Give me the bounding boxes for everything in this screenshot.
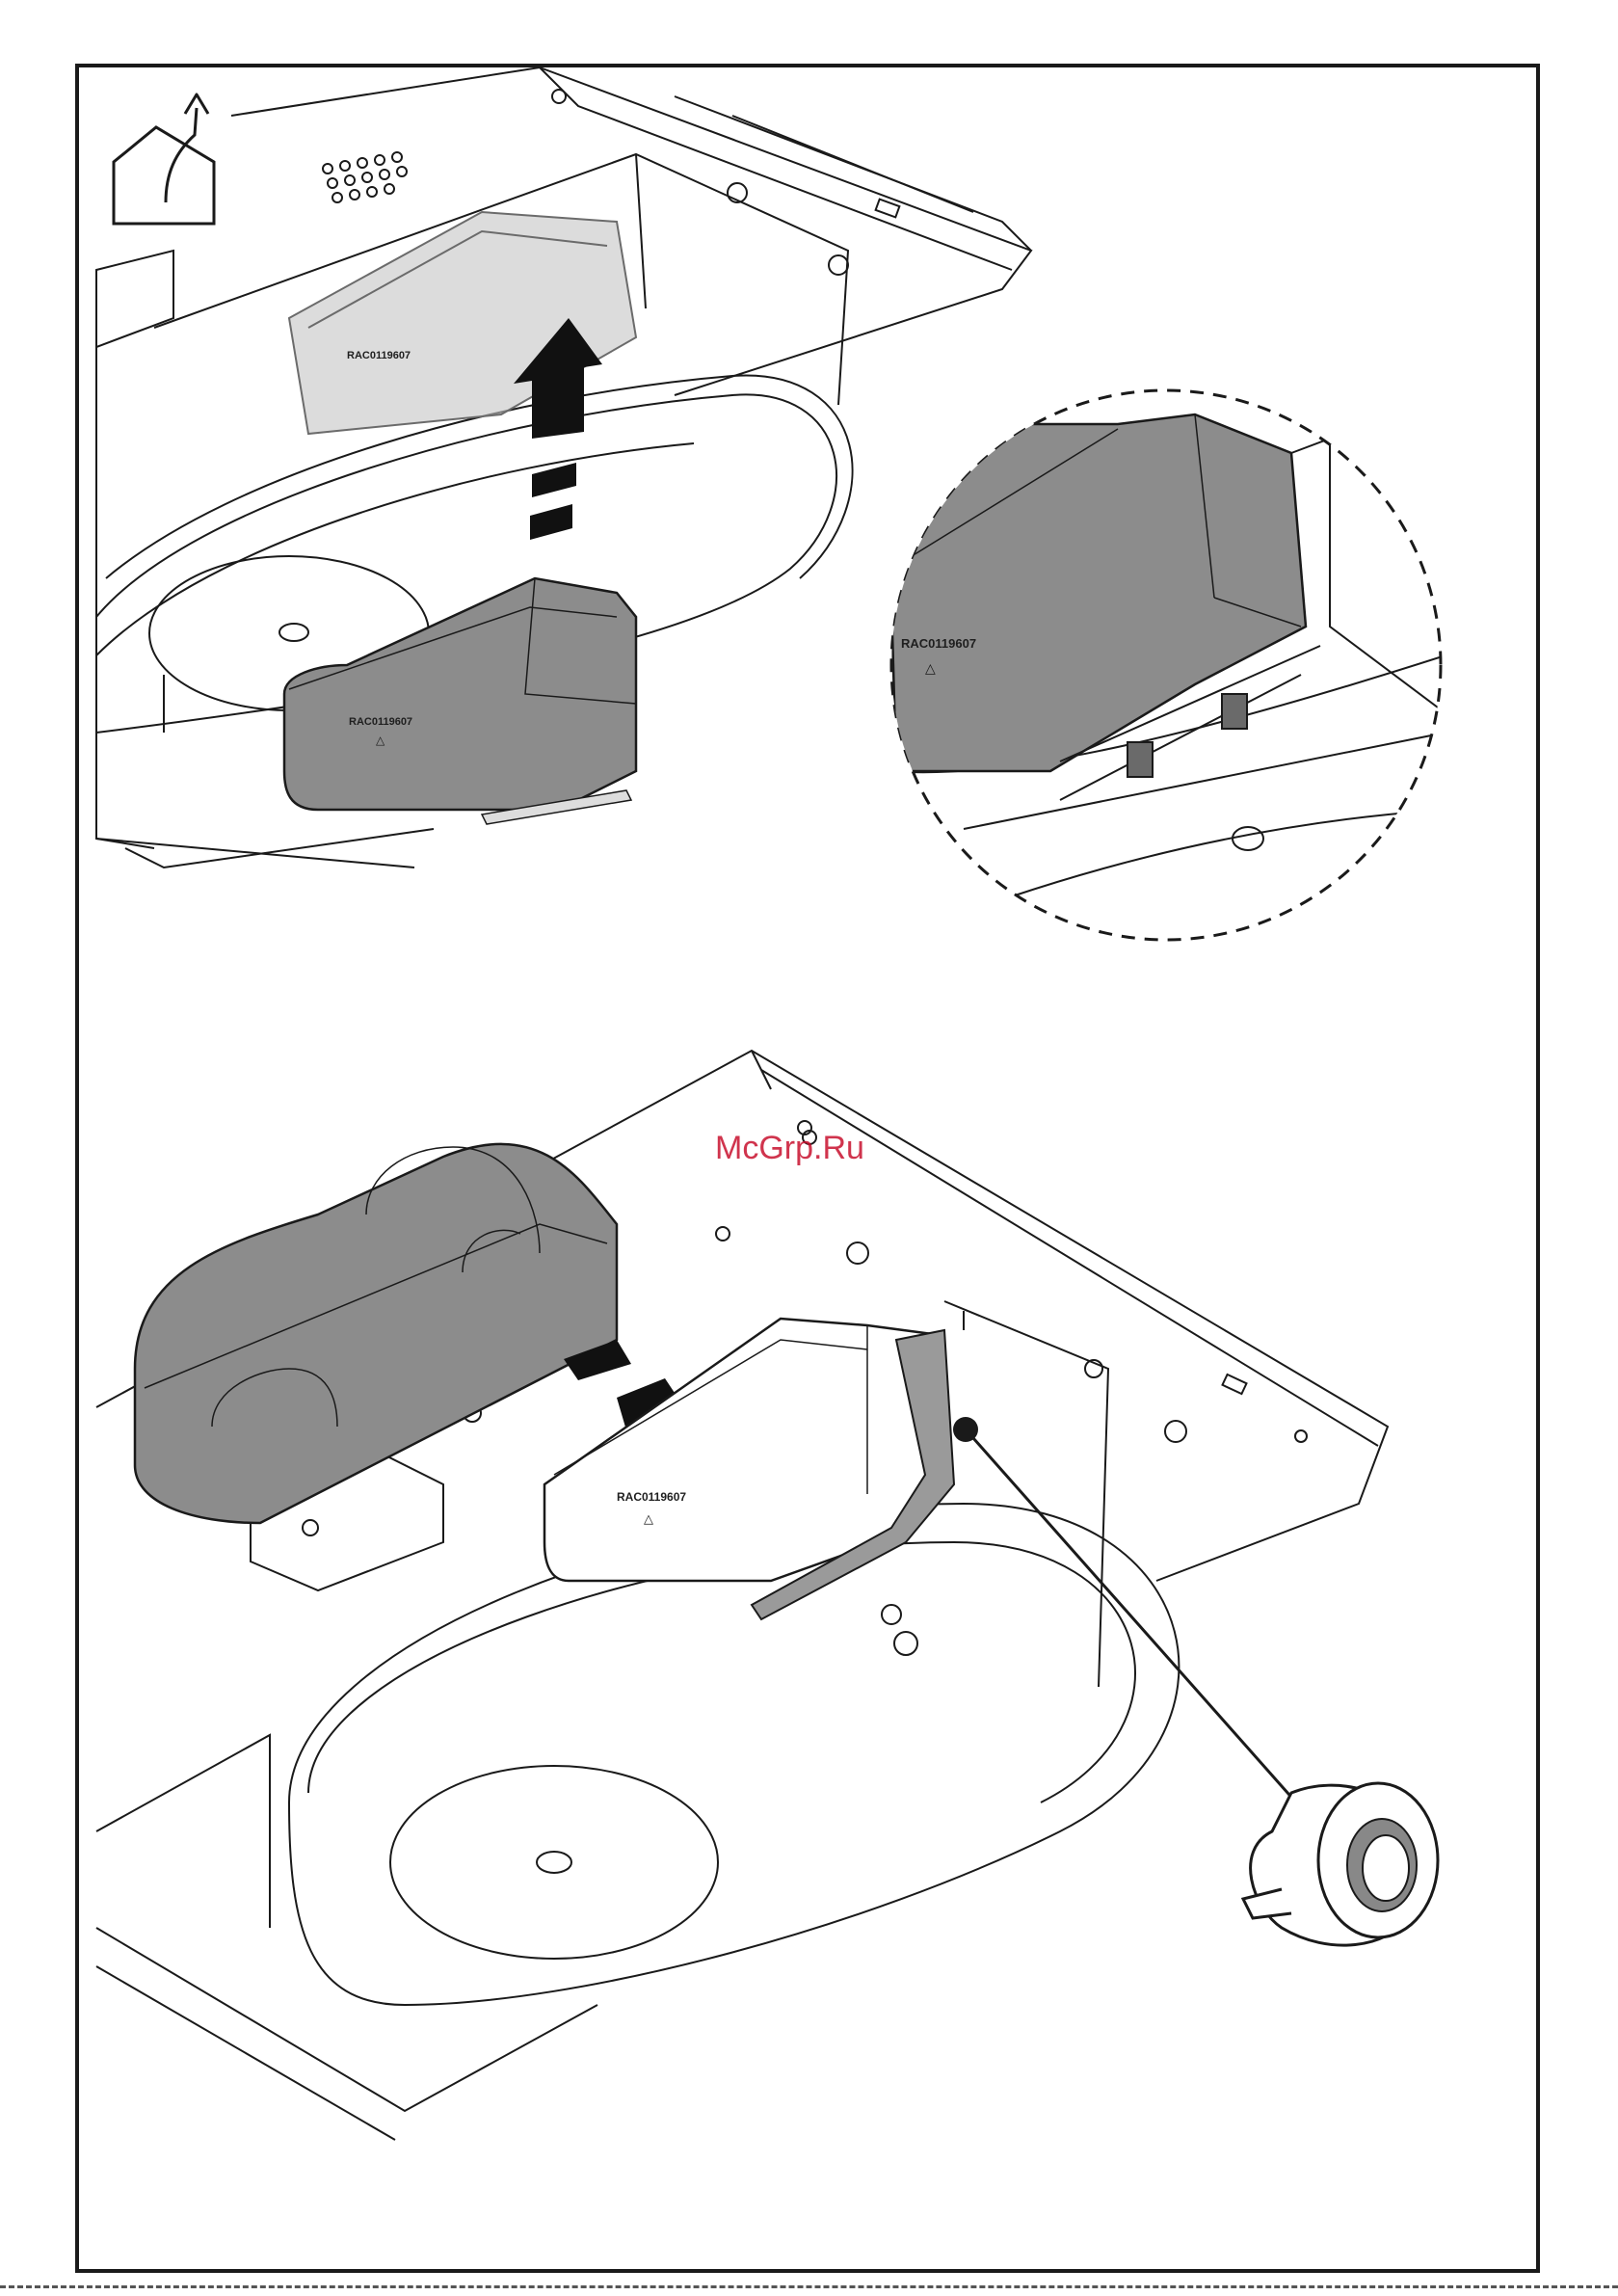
part-code-bottom: RAC0119607 [617, 1490, 686, 1504]
part-code-top: RAC0119607 [349, 716, 412, 728]
duct-adapter-top: RAC0119607 △ [284, 578, 636, 824]
recycle-icon: △ [925, 660, 936, 676]
recycle-icon: △ [644, 1511, 653, 1526]
page-edge-rule [0, 2285, 1618, 2288]
watermark: McGrp.Ru [715, 1130, 864, 1166]
tape-roll-icon [1243, 1783, 1438, 1945]
part-code-ghost: RAC0119607 [347, 350, 411, 361]
detail-zoom: RAC0119607 △ [887, 390, 1446, 940]
recycle-icon: △ [376, 734, 385, 747]
bottom-illustration [96, 1051, 1388, 2140]
house-exhaust-icon [114, 94, 214, 224]
part-code-zoom: RAC0119607 [901, 636, 976, 651]
tape-callout [953, 1417, 1296, 1802]
duct-elbow [135, 1144, 617, 1523]
vent-grill [323, 152, 407, 202]
